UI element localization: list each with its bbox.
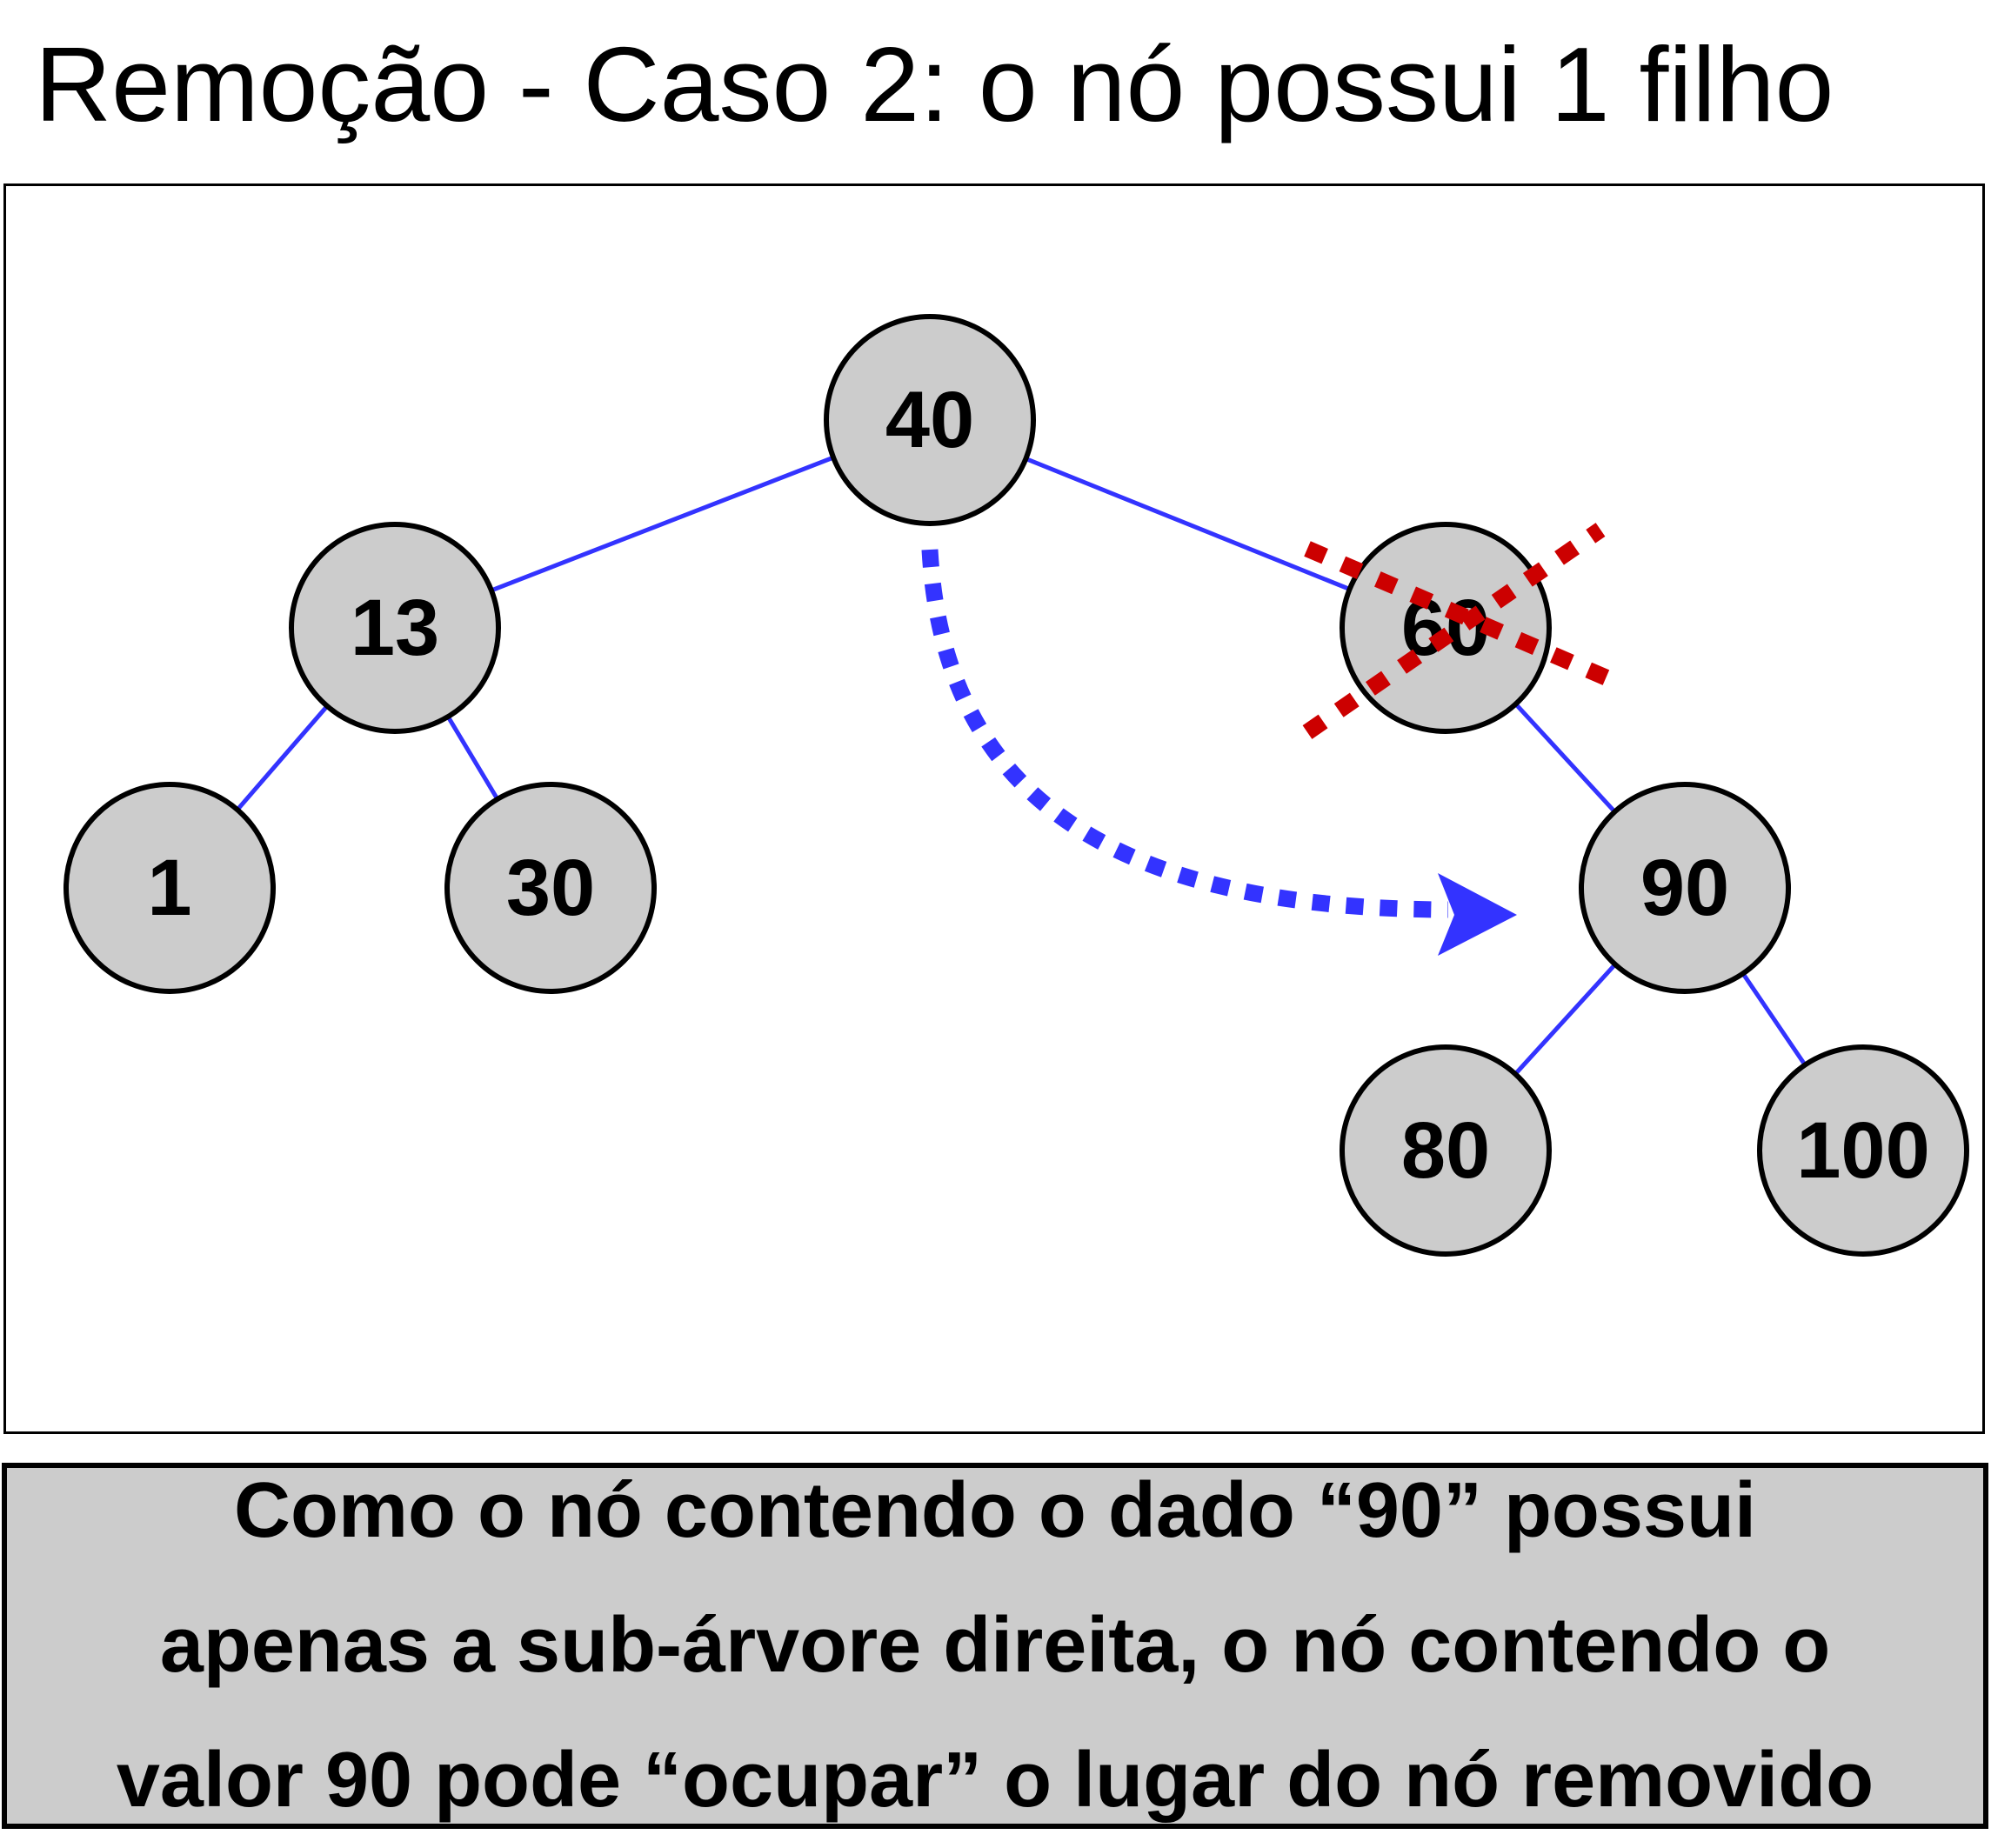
- caption-line-1: Como o nó contendo o dado “90” possui: [234, 1467, 1756, 1554]
- node-label-40: 40: [885, 376, 974, 464]
- replacement-arrow: [921, 549, 1517, 956]
- node-label-13: 13: [351, 584, 439, 672]
- tree-node-40: 40: [824, 314, 1036, 526]
- node-label-30: 30: [506, 844, 595, 932]
- replacement-arrow-path: [921, 549, 1449, 918]
- tree-node-13: 13: [289, 522, 501, 734]
- tree-node-100: 100: [1757, 1044, 1969, 1257]
- arrowhead-icon: [1438, 873, 1517, 956]
- tree-node-90: 90: [1579, 782, 1791, 994]
- tree-node-80: 80: [1340, 1044, 1552, 1257]
- caption-line-3: valor 90 pode “ocupar” o lugar do nó rem…: [116, 1737, 1874, 1824]
- caption-box: Como o nó contendo o dado “90” possui ap…: [2, 1463, 1988, 1829]
- page-title: Remoção - Caso 2: o nó possui 1 filho: [35, 25, 1834, 143]
- caption-line-2: apenas a sub-árvore direita, o nó conten…: [159, 1602, 1831, 1689]
- tree-node-1: 1: [63, 782, 276, 994]
- tree-node-30: 30: [444, 782, 657, 994]
- tree-node-60-removed: 60: [1340, 522, 1552, 734]
- node-label-100: 100: [1796, 1106, 1930, 1195]
- node-label-90: 90: [1640, 844, 1729, 932]
- node-label-80: 80: [1401, 1106, 1490, 1195]
- node-label-1: 1: [147, 844, 191, 932]
- removed-cross-mark: [1302, 523, 1621, 739]
